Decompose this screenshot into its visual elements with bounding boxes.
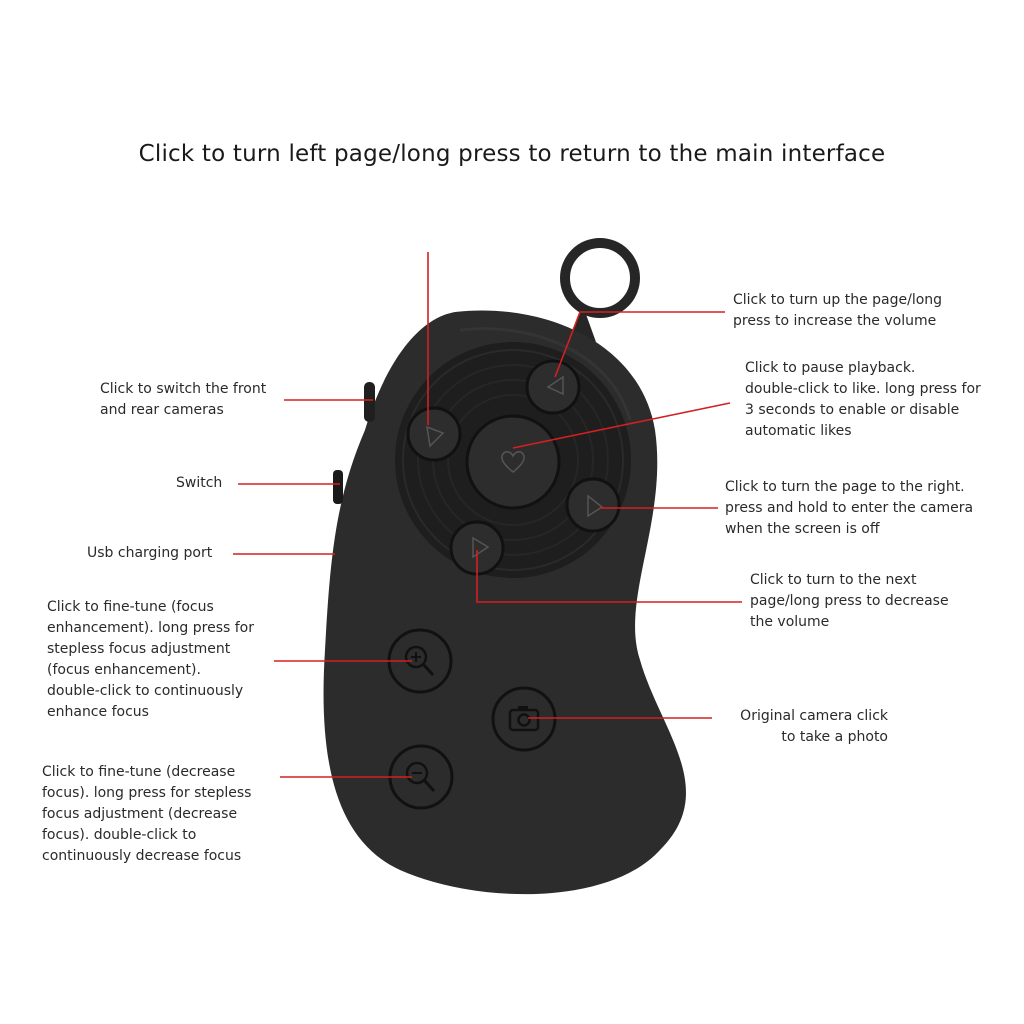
label-next-page: Click to turn to the next page/long pres… xyxy=(750,572,949,630)
label-camera: Original camera click to take a photo xyxy=(740,708,888,745)
play-up-icon xyxy=(546,375,564,396)
label-pause: Click to pause playback. double-click to… xyxy=(745,360,981,439)
label-page-right: Click to turn the page to the right. pre… xyxy=(725,479,974,537)
label-usb: Usb charging port xyxy=(87,545,213,561)
label-switch: Switch xyxy=(176,475,223,491)
page-right-button[interactable] xyxy=(565,477,621,533)
power-switch[interactable] xyxy=(333,470,343,504)
label-focus-in: Click to fine-tune (focus enhancement). … xyxy=(47,599,254,720)
page-left-button[interactable] xyxy=(406,406,462,462)
play-down-icon xyxy=(472,536,490,559)
leader-pause xyxy=(512,402,731,449)
page-up-button[interactable] xyxy=(525,359,581,415)
camera-icon xyxy=(508,706,540,732)
label-focus-out: Click to fine-tune (decrease focus). lon… xyxy=(42,764,252,864)
leader-lines xyxy=(233,252,742,778)
pause-like-button[interactable] xyxy=(465,414,561,510)
play-left-icon xyxy=(426,425,445,448)
zoom-in-icon xyxy=(404,645,435,677)
camera-shutter-button[interactable] xyxy=(491,686,557,752)
heart-icon xyxy=(501,451,525,473)
key-ring xyxy=(560,238,640,318)
leader-next-page xyxy=(476,550,742,603)
leader-page-up xyxy=(554,311,725,378)
play-right-icon xyxy=(587,494,604,518)
camera-switch-side-button[interactable] xyxy=(364,382,375,422)
label-page-up: Click to turn up the page/long press to … xyxy=(733,292,943,329)
label-switch-camera: Click to switch the front and rear camer… xyxy=(100,381,267,418)
page-title: Click to turn left page/long press to re… xyxy=(138,141,886,167)
zoom-out-icon xyxy=(405,761,436,793)
